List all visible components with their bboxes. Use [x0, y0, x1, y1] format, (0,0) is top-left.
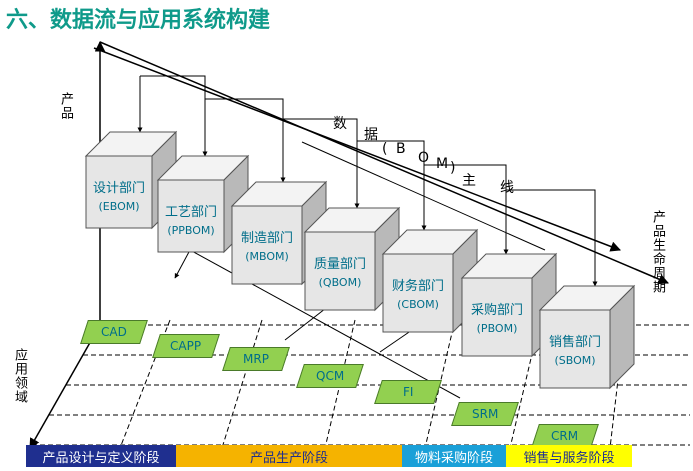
application-axis	[29, 324, 101, 449]
box-front-face	[539, 309, 611, 389]
department-bom: (MBOM)	[245, 250, 289, 263]
department-box	[538, 284, 636, 390]
department-bom: (PPBOM)	[167, 224, 215, 237]
department-name: 设计部门	[92, 181, 145, 196]
department-name: 采购部门	[470, 303, 523, 318]
flow-connector	[140, 75, 596, 214]
tool-label: MRP	[243, 352, 269, 366]
return-arrow	[174, 249, 191, 279]
mainline-char: 主	[462, 173, 476, 189]
mainline-char: (	[382, 141, 388, 157]
upper-return-line	[301, 141, 546, 251]
mainline-char: 线	[500, 180, 514, 196]
department-name: 制造部门	[240, 231, 293, 246]
department-boxes	[84, 130, 636, 390]
department-bom: (PBOM)	[476, 322, 518, 335]
mainline-char: )	[450, 160, 456, 176]
department-box	[303, 206, 401, 312]
box-front-face	[461, 277, 533, 357]
mainline-char: B	[396, 141, 406, 157]
department-label: 工艺部门 (PPBOM)	[158, 204, 224, 240]
department-name: 工艺部门	[164, 205, 217, 220]
tool-mrp: MRP	[222, 347, 290, 371]
department-bom: (SBOM)	[554, 354, 596, 367]
floor-divider	[119, 319, 171, 449]
tool-capp: CAPP	[152, 334, 220, 358]
department-box	[460, 252, 558, 358]
box-front-face	[231, 205, 303, 285]
tool-srm: SRM	[451, 402, 519, 426]
stage-1: 产品设计与定义阶段	[26, 445, 176, 467]
qbom-arrow	[284, 304, 331, 341]
tool-label: FI	[402, 385, 414, 399]
lifecycle-axis	[99, 41, 669, 285]
box-front-face	[85, 155, 153, 229]
floor-divider	[609, 319, 626, 449]
tool-label: CAPP	[170, 339, 202, 353]
mainline-char: O	[418, 150, 430, 166]
tool-qcm: QCM	[296, 364, 364, 388]
department-label: 财务部门 (CBOM)	[383, 278, 453, 314]
box-front-face	[382, 253, 454, 333]
axis-label-application: 应用领域	[12, 348, 27, 404]
department-name: 销售部门	[548, 335, 601, 350]
tool-fi: FI	[374, 380, 442, 404]
department-label: 销售部门 (SBOM)	[540, 334, 610, 370]
stage-3: 物料采购阶段	[402, 445, 506, 467]
axis-label-lifecycle: 产品生命周期	[650, 210, 665, 294]
tool-label: QCM	[315, 369, 345, 383]
department-bom: (EBOM)	[98, 200, 140, 213]
department-box	[156, 154, 250, 254]
mainline-char: M	[436, 156, 449, 172]
box-front-face	[157, 179, 225, 253]
bom-mainline-arrow	[93, 47, 621, 252]
mainline-char: 据	[364, 127, 378, 143]
axis-label-product: 产品	[58, 92, 73, 120]
department-label: 采购部门 (PBOM)	[462, 302, 532, 338]
tool-cad: CAD	[80, 320, 148, 344]
floor-divider	[221, 319, 263, 449]
stage-4: 销售与服务阶段	[506, 445, 632, 467]
stage-2: 产品生产阶段	[176, 445, 402, 467]
floor-divider	[509, 319, 541, 449]
department-label: 制造部门 (MBOM)	[232, 230, 302, 266]
department-name: 财务部门	[391, 279, 444, 294]
tool-label: SRM	[471, 407, 499, 421]
department-bom: (QBOM)	[318, 276, 362, 289]
mainline-char: 数	[333, 116, 347, 132]
page-title: 六、数据流与应用系统构建	[6, 8, 271, 33]
department-label: 质量部门 (QBOM)	[305, 256, 375, 292]
department-bom: (CBOM)	[397, 298, 439, 311]
box-front-face	[304, 231, 376, 311]
tool-label: CAD	[101, 325, 127, 339]
department-name: 质量部门	[313, 257, 366, 272]
department-label: 设计部门 (EBOM)	[86, 180, 152, 216]
tool-label: CRM	[551, 429, 579, 443]
